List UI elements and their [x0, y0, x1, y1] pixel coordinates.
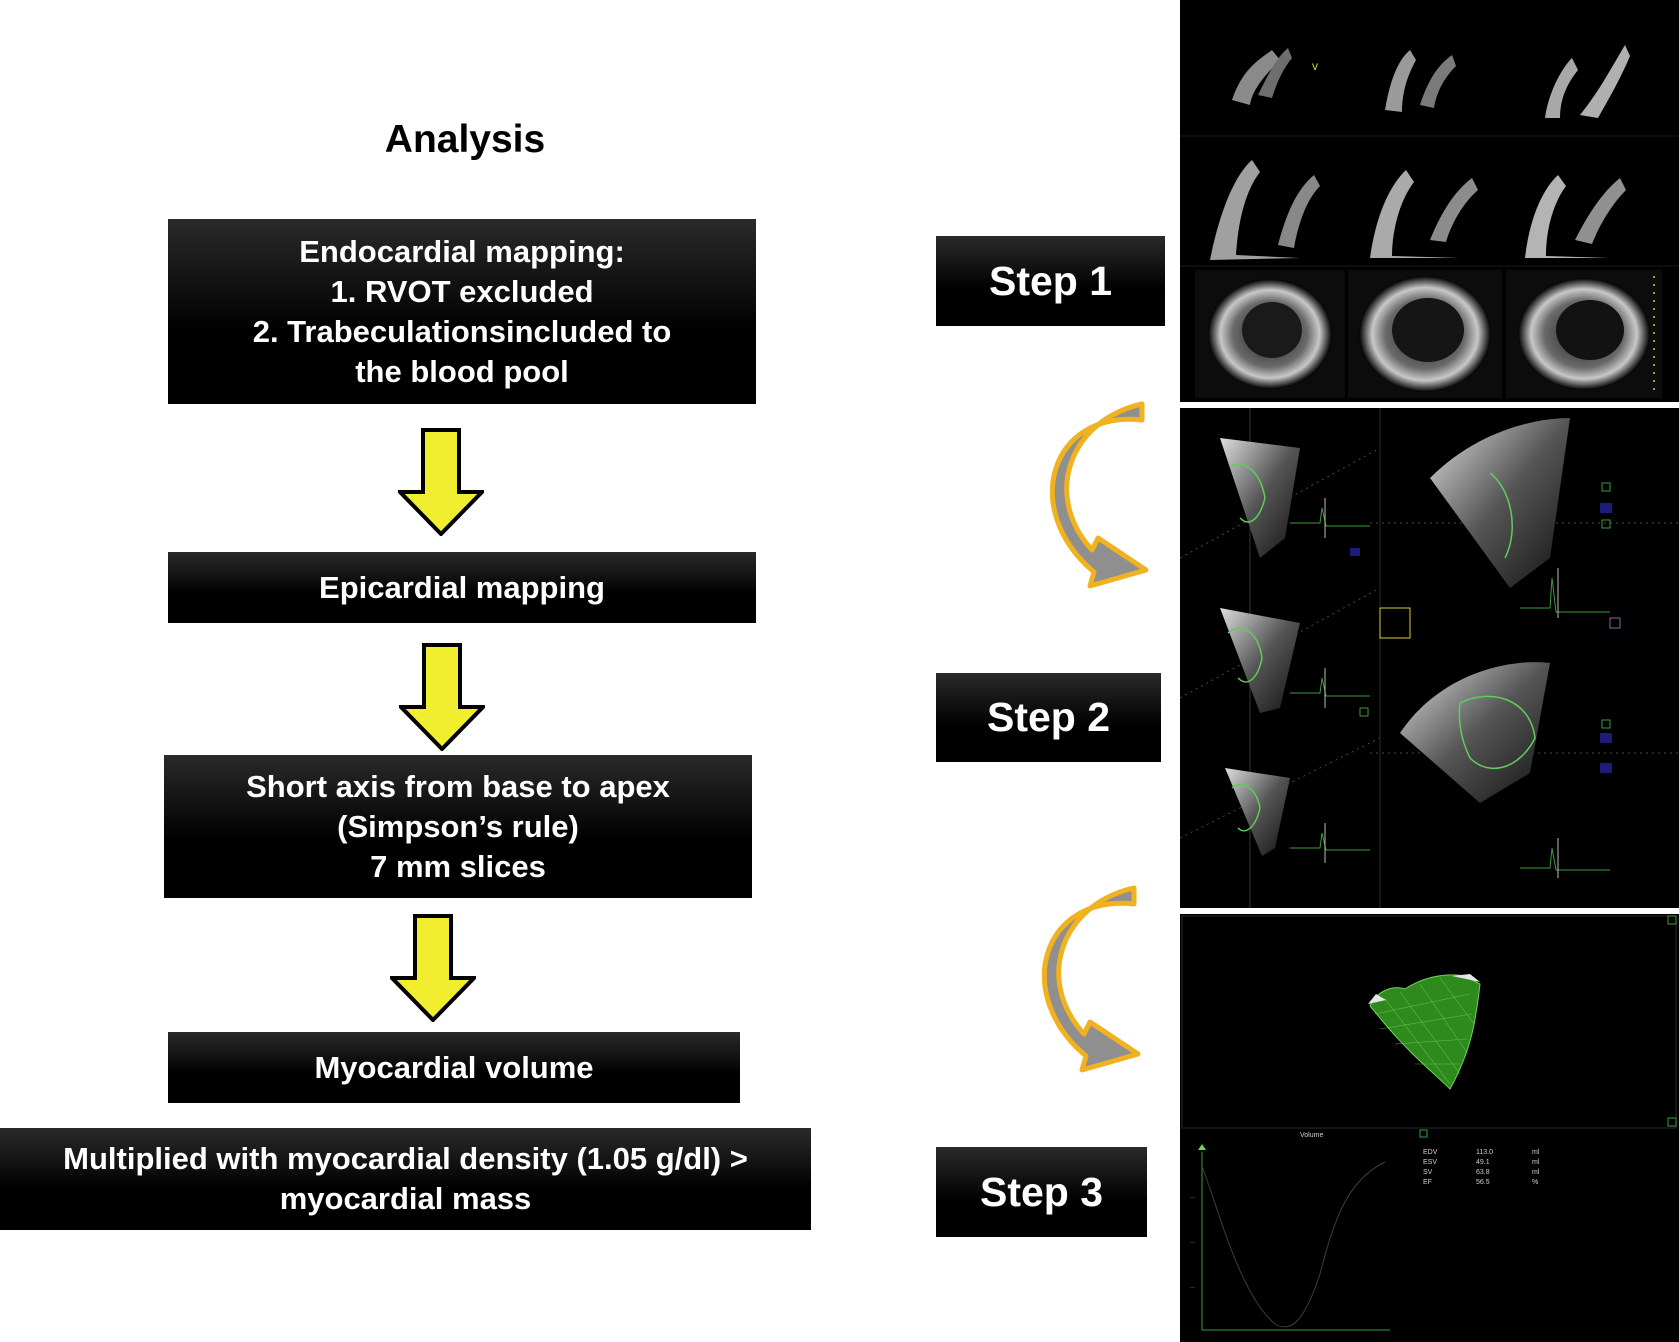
curved-arrow-icon	[1042, 885, 1141, 1073]
volume-row-unit: %	[1532, 1179, 1538, 1186]
echo-slices-image: v	[1180, 45, 1679, 398]
box-line: Multiplied with myocardial density (1.05…	[63, 1141, 748, 1176]
box-line: Myocardial volume	[314, 1049, 594, 1085]
echo-3d-views-image	[1180, 408, 1679, 908]
down-arrow-icon	[398, 428, 484, 536]
box-line: 7 mm slices	[370, 848, 546, 884]
myocardial-mass-box: Multiplied with myocardial density (1.05…	[0, 1128, 811, 1230]
box-line: (Simpson’s rule)	[337, 808, 579, 844]
volume-title: Volume	[1300, 1132, 1323, 1139]
volume-row-value: 63.8	[1476, 1169, 1490, 1176]
short-axis-box: Short axis from base to apex (Simpson’s …	[164, 755, 752, 898]
epicardial-mapping-box: Epicardial mapping	[168, 552, 756, 623]
volume-analysis-image: Volume — — — EDV 113.0 ml ESV 49.1 ml SV 6…	[1181, 915, 1677, 1331]
box-line: 2. Trabeculationsincluded to	[252, 313, 672, 349]
box-line: 1. RVOT excluded	[330, 273, 594, 309]
myocardial-volume-box: Myocardial volume	[168, 1032, 740, 1103]
volume-row-unit: ml	[1532, 1149, 1540, 1156]
step-1-label: Step 1	[936, 236, 1165, 326]
echo-3d-views-panel	[1180, 408, 1679, 908]
box-line: myocardial mass	[279, 1181, 532, 1216]
volume-row-value: 56.5	[1476, 1179, 1490, 1186]
volume-row-value: 49.1	[1476, 1159, 1490, 1166]
svg-text:—: —	[1190, 1285, 1195, 1291]
page-title: Analysis	[384, 118, 546, 161]
down-arrow-icon	[390, 914, 476, 1022]
endocardial-mapping-box: Endocardial mapping: 1. RVOT excluded 2.…	[168, 219, 756, 404]
step-3-label: Step 3	[936, 1147, 1147, 1237]
volume-row-unit: ml	[1532, 1169, 1540, 1176]
echo-slices-panel: v	[1180, 0, 1679, 402]
down-arrow-icon	[399, 643, 485, 751]
svg-text:—: —	[1190, 1240, 1195, 1246]
box-line: Short axis from base to apex	[246, 768, 670, 804]
curved-arrow-icon	[1050, 401, 1149, 589]
volume-row-value: 113.0	[1476, 1149, 1493, 1156]
box-line: Endocardial mapping:	[299, 233, 625, 269]
box-line: Epicardial mapping	[319, 569, 605, 605]
volume-row-label: ESV	[1423, 1159, 1437, 1166]
volume-row-label: SV	[1423, 1169, 1433, 1176]
volume-row-label: EDV	[1423, 1149, 1438, 1156]
step-2-label: Step 2	[936, 673, 1161, 762]
svg-text:—: —	[1190, 1195, 1195, 1201]
volume-analysis-panel: Volume — — — EDV 113.0 ml ESV 49.1 ml SV 6…	[1180, 914, 1679, 1342]
volume-values-table: EDV 113.0 ml ESV 49.1 ml SV 63.8 ml EF 5…	[1423, 1149, 1540, 1186]
svg-text:v: v	[1312, 59, 1318, 73]
box-line: the blood pool	[355, 353, 569, 389]
volume-row-label: EF	[1423, 1179, 1432, 1186]
volume-row-unit: ml	[1532, 1159, 1540, 1166]
ventricle-mesh	[1369, 974, 1481, 1090]
